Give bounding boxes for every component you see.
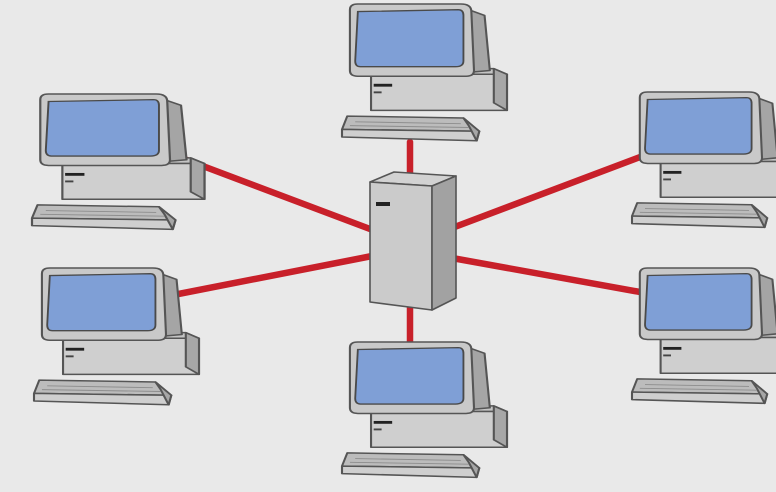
computer-icon-lower-right <box>630 266 776 405</box>
computer-icon-top <box>340 2 509 142</box>
cable-upper-right <box>448 144 668 232</box>
cable-lower-right <box>448 254 666 300</box>
computer-icon-upper-right <box>630 90 776 229</box>
server-icon <box>369 171 457 311</box>
computer-icon-lower-left <box>32 266 201 406</box>
cable-lower-left <box>154 252 376 302</box>
computer-icon-bottom <box>340 340 509 479</box>
computer-icon-upper-left <box>30 92 206 231</box>
